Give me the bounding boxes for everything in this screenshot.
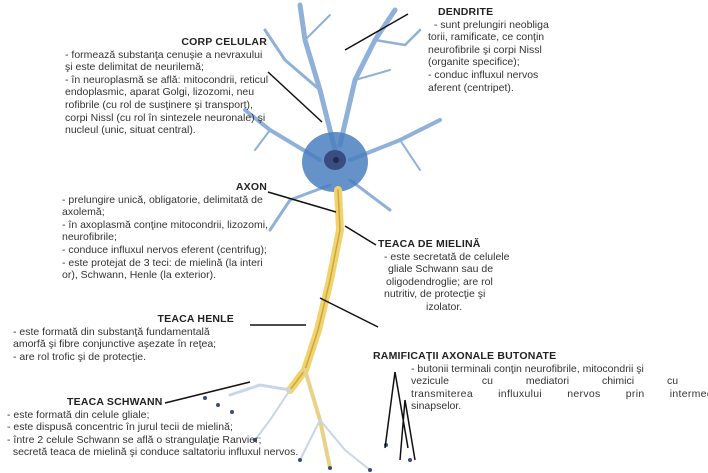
dendrite-label: DENDRITE - sunt prelungiri neobliga tori… bbox=[428, 6, 588, 94]
teaca-schwann-line: - între 2 celule Schwann se află o stran… bbox=[7, 433, 262, 446]
teaca-mielina-line: nutritiv, de protecţie şi bbox=[384, 288, 486, 301]
teaca-mielina-line: oligodendroglie; are rol bbox=[386, 275, 493, 288]
teaca-schwann-title: TEACA SCHWANN bbox=[67, 396, 163, 408]
axon-label: AXON - prelungire unică, obligatorie, de… bbox=[62, 181, 269, 282]
dendrites bbox=[243, 2, 442, 232]
ramificatii-line: transmiterea influxului nervos prin inte… bbox=[411, 387, 708, 400]
dendrite-line: aferent (centripet). bbox=[428, 81, 514, 94]
corp-celular-line: corpi Nissl (cu rol în sintezele neurona… bbox=[65, 111, 266, 124]
dendrite-line: - sunt prelungiri neobliga bbox=[428, 18, 549, 31]
corp-celular-line: - în neuroplasmă se află: mitocondrii, r… bbox=[65, 73, 269, 86]
teaca-mielina-label: TEACA DE MIELINĂ - este secretată de cel… bbox=[378, 238, 518, 314]
corp-celular-line: - formează substanţa cenuşie a nevraxulu… bbox=[65, 48, 263, 61]
teaca-schwann-line: secretă teaca de mielină şi conduce salt… bbox=[7, 446, 299, 459]
corp-celular-line: rofibrile (cu rol de susţinere şi transp… bbox=[65, 98, 253, 111]
dendrite-line: (organite specifice); bbox=[428, 56, 520, 69]
ramificatii-label: RAMIFICAŢII AXONALE BUTONATE - butonii t… bbox=[373, 350, 708, 413]
teaca-schwann-line: - este formată din celule gliale; bbox=[7, 408, 150, 421]
corp-celular-label: CORP CELULAR - formează substanţa cenuşi… bbox=[65, 36, 269, 137]
axon-line: axolemă; bbox=[62, 206, 105, 219]
teaca-henle-label: TEACA HENLE - este formată din substanţă… bbox=[13, 313, 248, 363]
dendrite-title: DENDRITE bbox=[438, 6, 494, 18]
corp-celular-line: şi este delimitat de neurilemă; bbox=[65, 61, 204, 74]
teaca-schwann-line: - este dispusă concentric în jurul tecii… bbox=[7, 421, 233, 434]
corp-celular-line: nucleul (unic, situat central). bbox=[65, 124, 196, 137]
corp-celular-line: endoplasmic, aparat Golgi, lizozomi, neu bbox=[65, 86, 255, 99]
teaca-henle-line: - are rol trofic şi de protecţie. bbox=[13, 350, 147, 363]
teaca-mielina-title: TEACA DE MIELINĂ bbox=[378, 238, 481, 250]
terminal-buttons bbox=[203, 396, 412, 472]
ramificatii-line: - butonii terminali conţin neurofibrile,… bbox=[411, 362, 644, 375]
teaca-mielina-line: izolator. bbox=[426, 300, 463, 313]
axon-line: - în axoplasmă conţine mitocondrii, lizo… bbox=[62, 218, 269, 231]
ramificatii-line: sinapselor. bbox=[411, 400, 462, 413]
ramificatii-line: vezicule cu mediatori chimici cu rol în bbox=[411, 375, 708, 388]
teaca-henle-title: TEACA HENLE bbox=[157, 313, 234, 325]
teaca-mielina-line: gliale Schwann sau de bbox=[388, 263, 494, 276]
teaca-henle-line: - este formată din substanţă fundamental… bbox=[13, 325, 210, 338]
dendrite-line: neurofibrile şi corpi Nissl bbox=[428, 43, 542, 56]
nucleolus bbox=[333, 157, 339, 163]
teaca-mielina-line: - este secretată de celulele bbox=[384, 250, 510, 263]
axon-line: - conduce influxul nervos eferent (centr… bbox=[62, 243, 267, 256]
axon-line: - este protejat de 3 teci: de mielină (l… bbox=[62, 256, 263, 269]
axon-line: neurofibrile; bbox=[62, 231, 117, 244]
teaca-schwann-label: TEACA SCHWANN - este formată din celule … bbox=[7, 396, 327, 459]
leader-lines bbox=[164, 13, 416, 461]
ramificatii-title: RAMIFICAŢII AXONALE BUTONATE bbox=[373, 350, 557, 362]
dendrite-line: - conduc influxul nervos bbox=[428, 68, 539, 81]
teaca-henle-line: amorfă şi fibre conjunctive aşezate în r… bbox=[13, 338, 217, 351]
axon bbox=[228, 186, 371, 471]
dendrite-line: torii, ramificate, ce conţin bbox=[428, 31, 545, 44]
axon-line: or), Schwann, Henle (la exterior). bbox=[62, 269, 217, 282]
axon-line: - prelungire unică, obligatorie, delimit… bbox=[62, 193, 263, 206]
axon-title: AXON bbox=[235, 181, 267, 193]
corp-celular-title: CORP CELULAR bbox=[181, 36, 267, 48]
